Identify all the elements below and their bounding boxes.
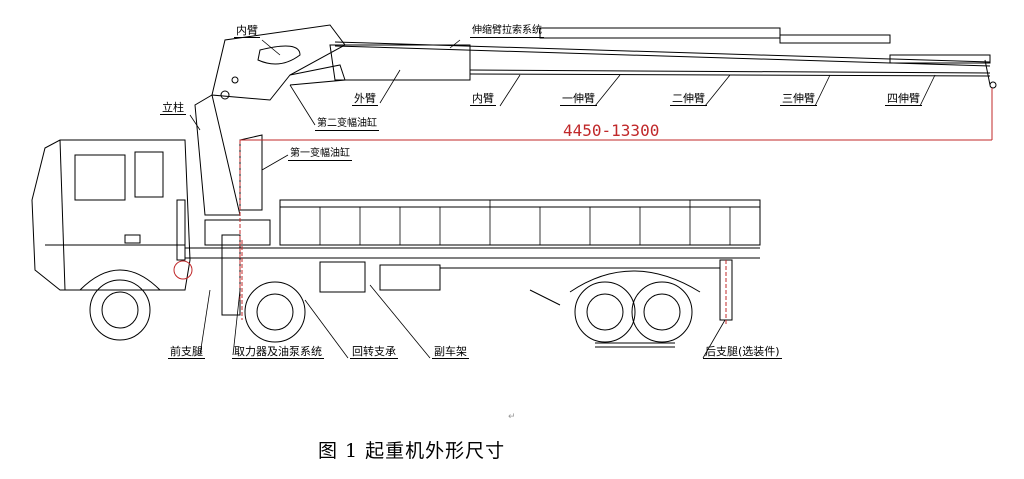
figure-caption: 图 1 起重机外形尺寸 (318, 440, 506, 462)
label-boom-1: 一伸臂 (560, 92, 597, 106)
label-boom-4: 四伸臂 (885, 92, 922, 106)
label-rear-outrigger: 后支腿(选装件) (703, 345, 782, 359)
label-slewing-bearing: 回转支承 (350, 345, 398, 359)
paragraph-mark: ↵ (508, 412, 516, 422)
label-front-outrigger: 前支腿 (168, 345, 205, 359)
label-luffing-cylinder-1: 第一变幅油缸 (288, 148, 352, 161)
leader-lines (189, 39, 936, 359)
label-telescopic-cable: 伸缩臂拉索系统 (470, 25, 544, 38)
truck-cab (31, 139, 191, 291)
label-inner-boom: 内臂 (470, 92, 496, 106)
telescopic-boom (329, 27, 997, 89)
label-subframe: 副车架 (432, 345, 469, 359)
label-boom-3: 三伸臂 (780, 92, 817, 106)
dimension-text: 4450-13300 (563, 121, 660, 140)
label-column: 立柱 (160, 101, 186, 115)
label-pto-pump: 取力器及油泵系统 (232, 345, 324, 359)
label-boom-2: 二伸臂 (670, 92, 707, 106)
dimension-line (239, 88, 993, 300)
label-outer-boom: 外臂 (352, 92, 378, 106)
wheels (79, 269, 701, 348)
label-inner-arm-top: 内臂 (234, 24, 260, 38)
truck-chassis (173, 199, 761, 325)
label-luffing-cylinder-2: 第二变幅油缸 (315, 118, 379, 131)
